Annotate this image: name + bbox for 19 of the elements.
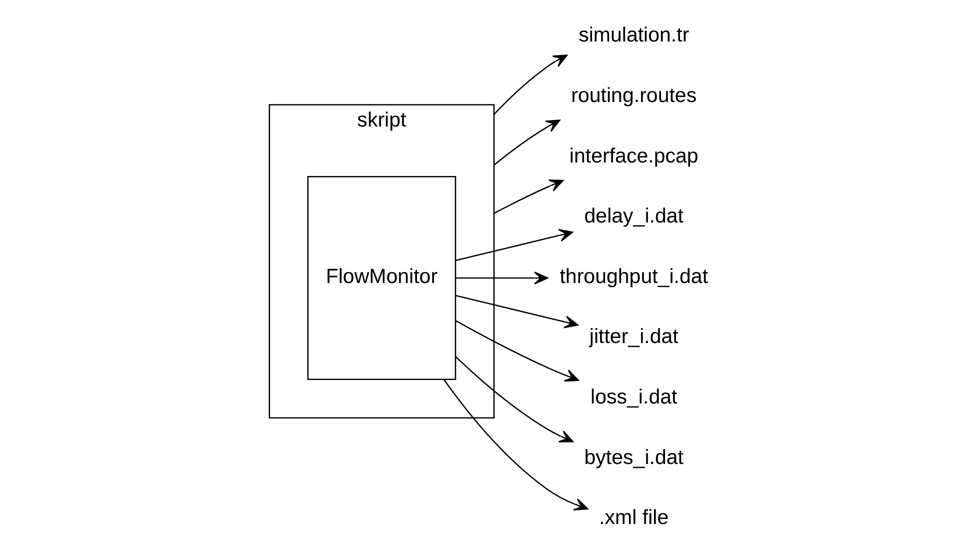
node-text: routing.routes — [571, 84, 697, 107]
arrow — [443, 379, 588, 511]
arrow — [455, 228, 574, 262]
node-box: FlowMonitor — [307, 176, 456, 380]
arrow — [494, 180, 564, 214]
arrow — [455, 320, 579, 382]
node-text: bytes_i.dat — [584, 446, 684, 469]
node-text: .xml file — [599, 506, 669, 530]
node-text: jitter_i.dat — [589, 325, 678, 348]
node-text: interface.pcap — [569, 144, 698, 168]
node-text: throughput_i.dat — [560, 264, 708, 288]
arrow — [456, 272, 548, 284]
arrow — [455, 356, 574, 442]
arrow — [455, 294, 578, 328]
node-text: loss_i.dat — [590, 386, 678, 409]
node-text: delay_i.dat — [584, 204, 684, 228]
arrow — [494, 54, 568, 115]
arrow — [494, 120, 560, 166]
node-text: simulation.tr — [578, 24, 690, 47]
